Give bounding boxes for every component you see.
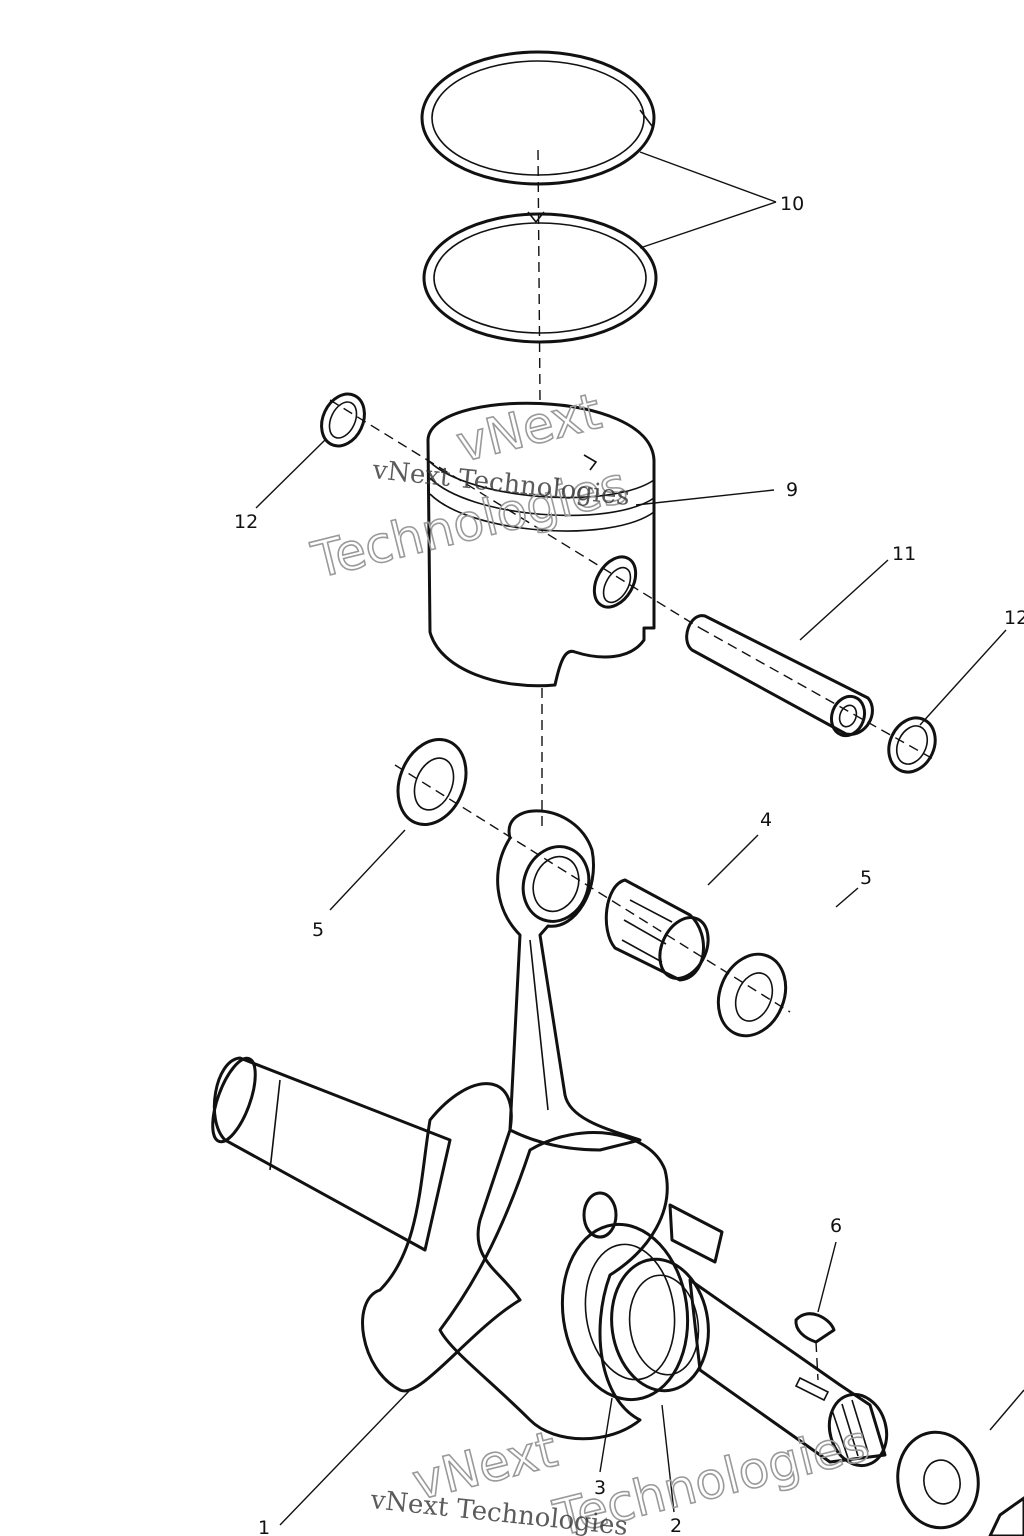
- thrust-washer-right: [716, 952, 788, 1038]
- callout-1: 1: [258, 1517, 270, 1536]
- circlip-right: [887, 716, 937, 774]
- watermark-outline-line1: vNext: [451, 382, 607, 474]
- shaft-washer: [896, 1430, 980, 1530]
- callout-5-right: 5: [860, 867, 872, 889]
- assembly-centerlines: [329, 149, 936, 1381]
- callout-11: 11: [892, 543, 916, 565]
- circlip-left: [320, 392, 366, 448]
- crankshaft: [211, 1056, 889, 1468]
- callout-12-right: 12: [1004, 607, 1024, 629]
- callout-9: 9: [786, 479, 798, 501]
- piston-pin: [685, 614, 874, 738]
- callout-6: 6: [830, 1215, 842, 1237]
- callout-4: 4: [760, 809, 772, 831]
- needle-bearing: [604, 878, 710, 982]
- partial-part-bottom-right: [988, 1496, 1024, 1536]
- callout-12-left: 12: [234, 511, 258, 533]
- callout-3: 3: [594, 1477, 606, 1499]
- main-bearing: [560, 1222, 690, 1402]
- callout-5-left: 5: [312, 919, 324, 941]
- watermark-top: vNext Technologies vNext Technologies: [305, 381, 633, 590]
- woodruff-key: [794, 1312, 836, 1344]
- connecting-rod: [496, 809, 642, 1152]
- oil-seal: [610, 1257, 710, 1393]
- piston-ring-top: [420, 50, 656, 186]
- piston-ring-second: [422, 211, 658, 344]
- callout-2: 2: [670, 1515, 682, 1536]
- callout-numbers: 10 9 11 12 12 4 5 5 6 3 2 1: [234, 193, 1024, 1536]
- leader-lines: [255, 151, 1024, 1526]
- callout-10: 10: [780, 193, 804, 215]
- thrust-washer-left: [396, 737, 468, 827]
